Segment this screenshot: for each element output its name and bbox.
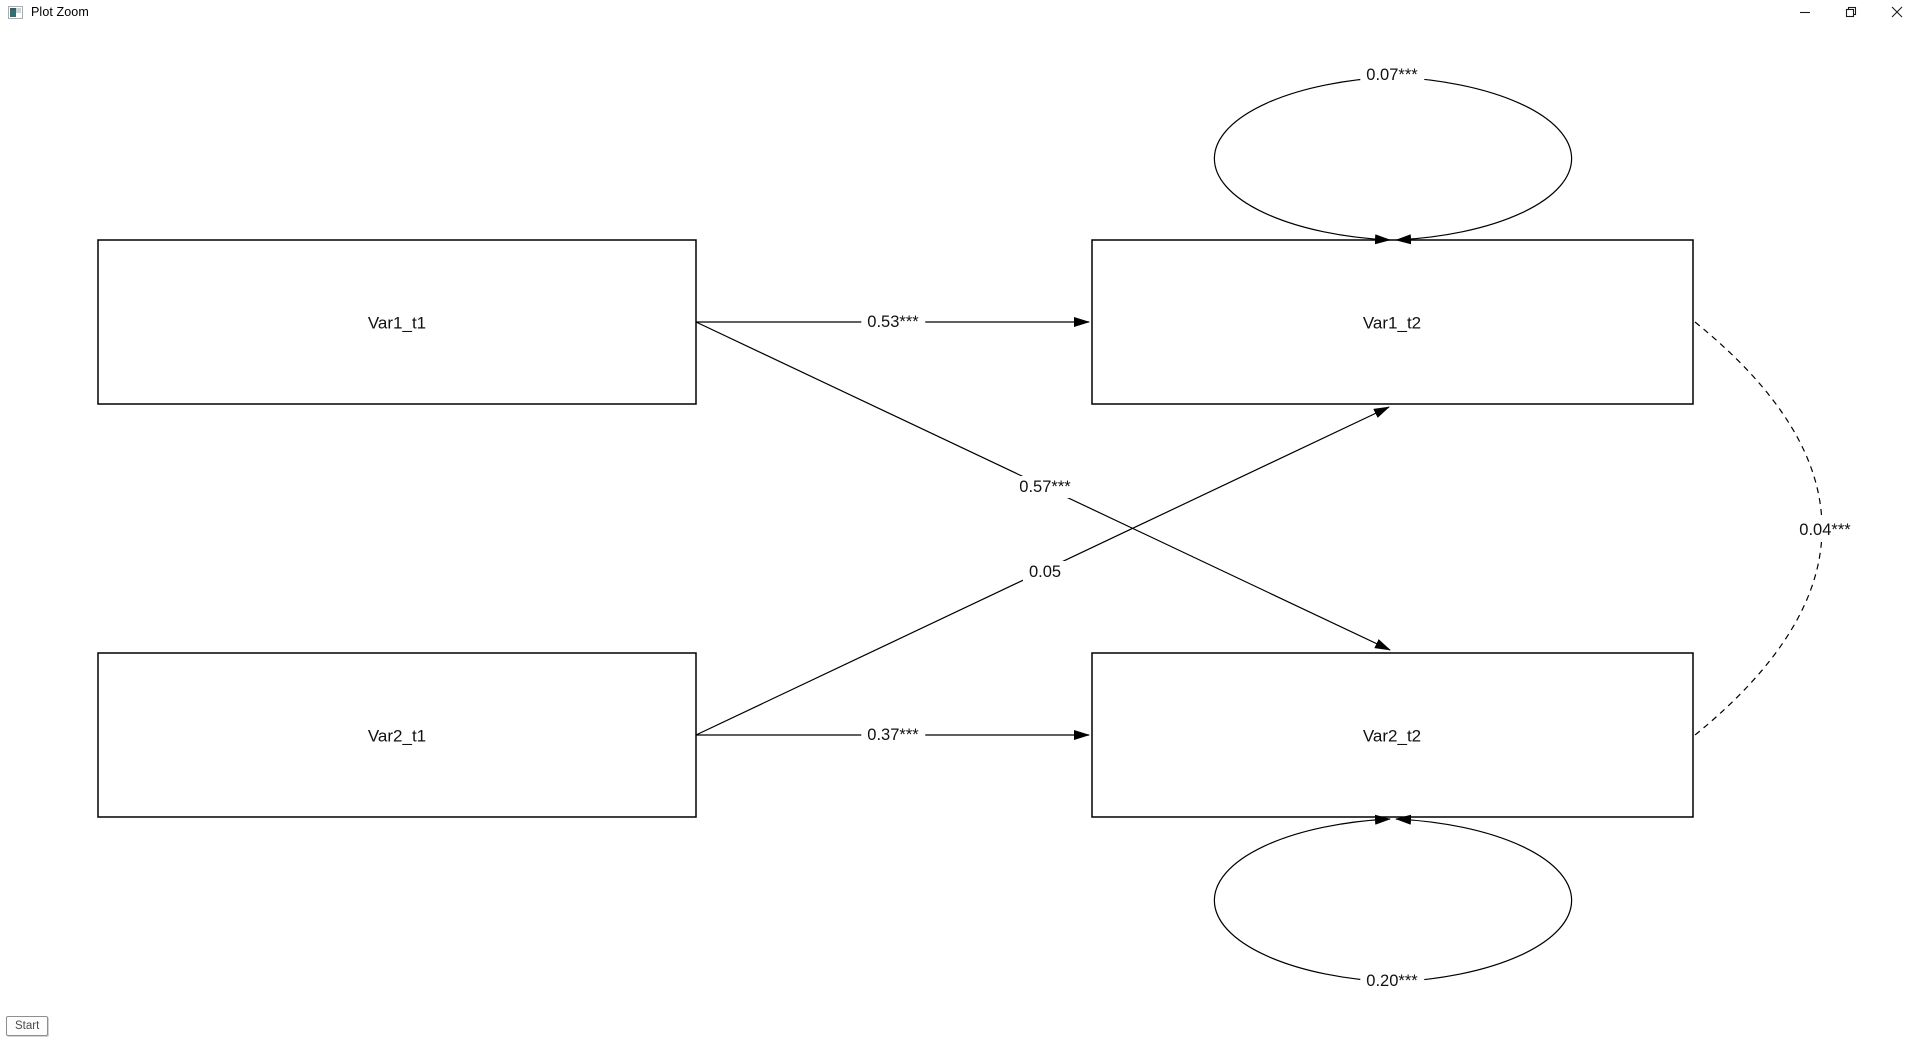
edge-label-background [1013,476,1078,498]
node-var1-t2-label: Var1_t2 [1363,314,1421,333]
edge-label-background [1793,519,1858,541]
edge-label-covariance: 0.04*** [1799,521,1851,539]
variance-loop-var1t2-left-arc [1213,76,1394,245]
edge-label-var2t1-var1t2: 0.05 [1029,563,1061,581]
edge-label-variance-var1t2: 0.07*** [1366,66,1418,84]
node-var2-t1-box [97,652,697,818]
plot-zoom-app-icon [8,5,23,20]
close-button[interactable] [1874,0,1920,24]
edge-label-background [861,724,926,746]
edge-label-var1t1-var1t2: 0.53*** [867,313,919,331]
edge-label-background [1360,970,1425,992]
titlebar: Plot Zoom [0,0,1920,24]
minimize-button[interactable] [1782,0,1828,24]
node-var2-t2-label: Var2_t2 [1363,727,1421,746]
node-var2-t2-box [1091,652,1694,818]
edge-label-background [1022,561,1068,583]
node-var1-t1-label: Var1_t1 [368,314,426,333]
edge-label-var1t1-var2t2: 0.57*** [1019,478,1071,496]
restore-icon [1845,6,1857,18]
close-icon [1891,6,1903,18]
node-var1-t1-box [97,239,697,405]
variance-loop-var2t2-left-arc [1213,814,1394,983]
start-button[interactable]: Start [6,1016,49,1036]
minimize-icon [1800,11,1810,14]
restore-button[interactable] [1828,0,1874,24]
edge-label-variance-var2t2: 0.20*** [1366,972,1418,990]
variance-loop-var2t2-right-arc [1392,814,1573,983]
window-controls [1782,0,1920,24]
node-var2-t1-label: Var2_t1 [368,727,426,746]
edge-label-background [861,311,926,333]
edge-label-var2t1-var2t2: 0.37*** [867,726,919,744]
variance-loop-var1t2-right-arc [1392,76,1573,245]
edge-label-background [1360,64,1425,86]
window-title: Plot Zoom [31,5,89,19]
node-var1-t2-box [1091,239,1694,405]
